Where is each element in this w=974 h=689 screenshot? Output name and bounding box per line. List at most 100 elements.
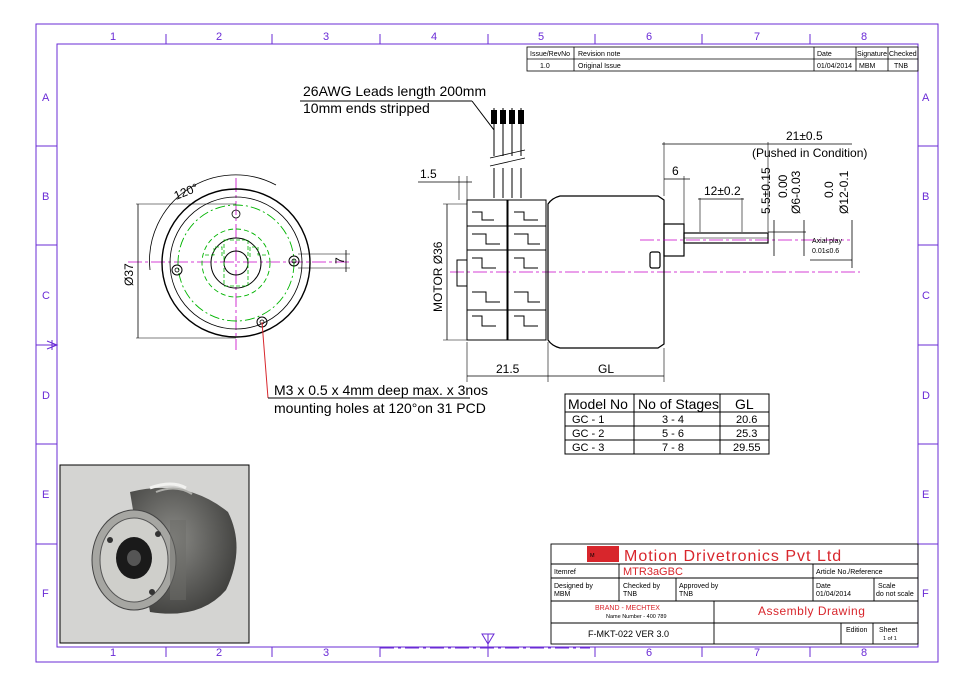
- zone-row-d-right: D: [922, 390, 930, 402]
- rev-header-date: Date: [817, 51, 832, 58]
- designed-label: Designed by: [554, 583, 593, 590]
- rev-row-issue: 1.0: [540, 63, 550, 70]
- tolerance-12-upper: 0.0: [822, 181, 836, 198]
- dimension-6: 6: [672, 164, 679, 178]
- zone-col-3-bottom: 3: [323, 647, 329, 659]
- zone-col-1: 1: [110, 31, 116, 43]
- stages-row1-model: GC - 1: [572, 414, 604, 426]
- dimension-1-5: 1.5: [420, 167, 437, 181]
- zone-col-7: 7: [754, 31, 760, 43]
- dimension-gl: GL: [598, 362, 614, 376]
- zone-col-2-bottom: 2: [216, 647, 222, 659]
- pushed-condition-note: (Pushed in Condition): [752, 146, 867, 160]
- zone-row-b: B: [42, 191, 49, 203]
- holes-note-line1: M3 x 0.5 x 4mm deep max. x 3nos: [274, 382, 488, 398]
- approved-value: TNB: [679, 591, 693, 598]
- stages-table: Model No No of Stages GL GC - 1 3 - 4 20…: [564, 393, 770, 455]
- zone-col-6-bottom: 6: [646, 647, 652, 659]
- zone-row-b-right: B: [922, 191, 929, 203]
- edition-label: Edition: [846, 627, 868, 634]
- stages-header-gl: GL: [735, 396, 754, 412]
- zone-row-e-right: E: [922, 489, 929, 501]
- stages-row1-gl: 20.6: [736, 414, 757, 426]
- zone-row-c: C: [42, 290, 50, 302]
- stages-row2-gl: 25.3: [736, 428, 757, 440]
- rev-header-issue: Issue/RevNo: [530, 51, 570, 58]
- drawing-frame: [35, 23, 939, 663]
- stages-header-model: Model No: [568, 396, 628, 412]
- zone-labels: 1 2 3 4 5 6 7 8 1 2 3 6 7 8 A B C D E F …: [42, 31, 930, 659]
- approved-label: Approved by: [679, 583, 719, 590]
- stages-row1-stages: 3 - 4: [662, 414, 684, 426]
- title-block: M Motion Drivetronics Pvt Ltd Itemref MT…: [550, 543, 919, 645]
- rev-header-signature: Signature: [857, 51, 887, 58]
- axial-play-label: Axial play: [812, 238, 842, 245]
- zone-row-f-right: F: [922, 588, 929, 600]
- itemref-label: Itemref: [554, 569, 576, 576]
- holes-callout: M3 x 0.5 x 4mm deep max. x 3nos mounting…: [268, 382, 488, 416]
- stages-row2-model: GC - 2: [572, 428, 604, 440]
- zone-col-6: 6: [646, 31, 652, 43]
- scale-label: Scale: [878, 583, 896, 590]
- brand-sub-label: Name Number - 400 789: [606, 614, 667, 620]
- angle-dimension: 120°: [172, 180, 200, 202]
- revision-table: Issue/RevNo Revision note Date Signature…: [526, 46, 919, 72]
- stages-row3-gl: 29.55: [733, 442, 761, 454]
- tolerance-6-lower: Ø6-0.03: [789, 170, 803, 214]
- rev-header-note: Revision note: [578, 51, 621, 58]
- zone-row-a: A: [42, 92, 50, 104]
- zone-col-7-bottom: 7: [754, 647, 760, 659]
- leads-note-line1: 26AWG Leads length 200mm: [303, 83, 486, 99]
- article-label: Article No./Reference: [816, 569, 883, 576]
- dimension-5-5: 5.5±0.15: [759, 167, 773, 214]
- tolerance-12-lower: Ø12-0.1: [837, 170, 851, 214]
- scale-value: do not scale: [876, 591, 914, 598]
- stages-row2-stages: 5 - 6: [662, 428, 684, 440]
- stages-header-stages: No of Stages: [638, 396, 719, 412]
- dimension-12: 12±0.2: [704, 184, 741, 198]
- zone-col-8-bottom: 8: [861, 647, 867, 659]
- dimension-21: 21±0.5: [786, 129, 823, 143]
- rev-row-checked: TNB: [894, 63, 908, 70]
- zone-row-e: E: [42, 489, 49, 501]
- dimension-7: 7: [333, 257, 347, 264]
- zone-col-5: 5: [538, 31, 544, 43]
- motor-diameter-dimension: MOTOR Ø36: [431, 241, 445, 312]
- product-photo: [59, 464, 250, 644]
- stages-row3-model: GC - 3: [572, 442, 604, 454]
- diameter-37-dimension: Ø37: [122, 263, 136, 286]
- designed-value: MBM: [554, 591, 571, 598]
- axial-play-value: 0.01≤0.6: [812, 248, 839, 255]
- zone-row-a-right: A: [922, 92, 930, 104]
- svg-text:M: M: [590, 553, 595, 559]
- rev-row-signature: MBM: [859, 63, 876, 70]
- form-number: F-MKT-022 VER 3.0: [588, 629, 669, 639]
- side-view: 1.5 MOTOR Ø36 21.5 GL 21±0.5 (Pushed in …: [418, 108, 867, 382]
- zone-row-c-right: C: [922, 290, 930, 302]
- stages-row3-stages: 7 - 8: [662, 442, 684, 454]
- company-logo: M: [587, 546, 619, 562]
- sheet-value: 1 of 1: [883, 636, 897, 642]
- drawing-title: Assembly Drawing: [758, 604, 865, 618]
- leads-callout: 26AWG Leads length 200mm 10mm ends strip…: [300, 83, 495, 131]
- checked-label: Checked by: [623, 583, 660, 590]
- rev-header-checked: Checked: [889, 51, 917, 58]
- zone-col-4: 4: [431, 31, 437, 43]
- checked-value: TNB: [623, 591, 637, 598]
- leads-note-line2: 10mm ends stripped: [303, 100, 430, 116]
- zone-row-d: D: [42, 390, 50, 402]
- zone-row-f: F: [42, 588, 49, 600]
- itemref-value: MTR3aGBC: [623, 566, 683, 578]
- sheet-label: Sheet: [879, 627, 897, 634]
- rev-row-date: 01/04/2014: [817, 63, 852, 70]
- date-label: Date: [816, 583, 831, 590]
- zone-col-1-bottom: 1: [110, 647, 116, 659]
- front-view: 120° Ø37 7: [122, 174, 350, 399]
- company-name: Motion Drivetronics Pvt Ltd: [624, 548, 842, 565]
- date-value: 01/04/2014: [816, 591, 851, 598]
- tolerance-6-upper: 0.00: [776, 174, 790, 198]
- zone-col-2: 2: [216, 31, 222, 43]
- zone-col-3: 3: [323, 31, 329, 43]
- brand-label: BRAND - MECHTEX: [595, 605, 660, 612]
